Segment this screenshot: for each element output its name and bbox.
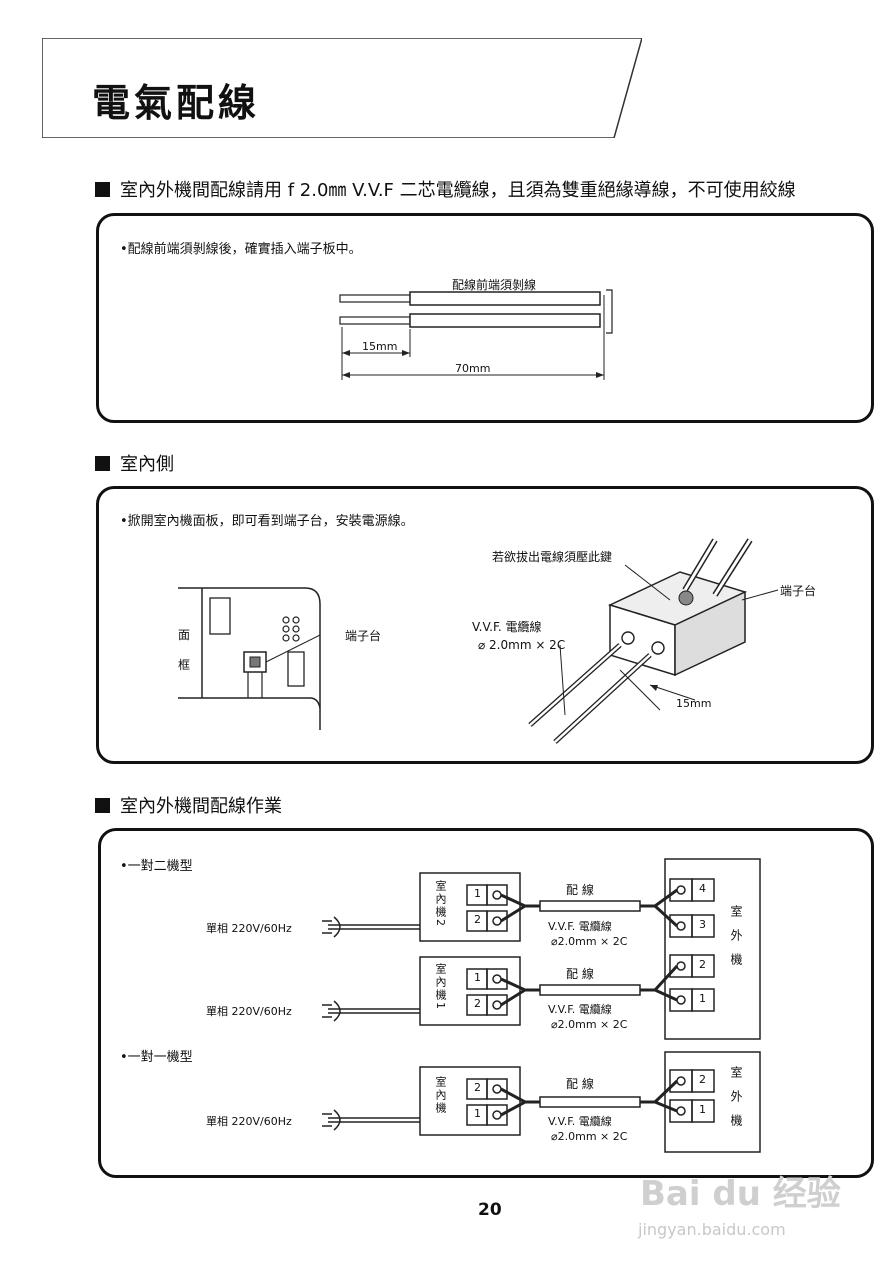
- vvf-label: V.V.F. 電纜線: [472, 620, 542, 634]
- terminal-os-1: 1: [699, 1103, 706, 1116]
- terminal-i1-1: 1: [474, 971, 481, 984]
- terminal-o-2: 2: [699, 958, 706, 971]
- frame-label-2: 框: [178, 658, 191, 672]
- frame-label-1: 面: [178, 628, 191, 642]
- label-strip-end: 配線前端須剝線: [452, 278, 537, 292]
- strip-wire-diagram: [339, 289, 613, 380]
- indoor-unit-2: 室內機2: [434, 880, 447, 928]
- terminal-block-diagram: [528, 538, 779, 744]
- vvf-spec: ⌀ 2.0mm × 2C: [478, 638, 566, 652]
- terminal-is-1: 1: [474, 1107, 481, 1120]
- panel-indoor: [96, 486, 874, 764]
- type-one-to-one: •一對一機型: [120, 1050, 193, 1065]
- panel-wiring-work: [98, 828, 874, 1178]
- vvf-label-3: V.V.F. 電纜線: [548, 1115, 612, 1128]
- terminal-i1-2: 2: [474, 997, 481, 1010]
- press-key-note: 若欲拔出電線須壓此鍵: [492, 550, 613, 564]
- terminal-os-2: 2: [699, 1073, 706, 1086]
- wiring-label-2: 配 線: [566, 967, 594, 981]
- wiring-label-3: 配 線: [566, 1077, 594, 1091]
- power-label-1: 單相 220V/60Hz: [206, 922, 292, 935]
- note-strip-wire: •配線前端須剝線後，確實插入端子板中。: [120, 242, 362, 257]
- dim-15mm: 15mm: [362, 340, 398, 353]
- vvf-spec-1: ⌀2.0mm × 2C: [551, 935, 628, 948]
- terminal-i2-2: 2: [474, 913, 481, 926]
- watermark-url: jingyan.baidu.com: [638, 1220, 786, 1239]
- terminal-o-4: 4: [699, 882, 706, 895]
- vvf-label-1: V.V.F. 電纜線: [548, 920, 612, 933]
- dim-15mm-terminal: 15mm: [676, 697, 712, 710]
- power-label-2: 單相 220V/60Hz: [206, 1005, 292, 1018]
- terminal-i2-1: 1: [474, 887, 481, 900]
- vvf-label-2: V.V.F. 電纜線: [548, 1003, 612, 1016]
- vvf-spec-3: ⌀2.0mm × 2C: [551, 1130, 628, 1143]
- terminal-o-3: 3: [699, 918, 706, 931]
- wiring-label-1: 配 線: [566, 883, 594, 897]
- section-heading-wiring-work: 室內外機間配線作業: [95, 792, 282, 818]
- terminal-label-left: 端子台: [345, 629, 382, 643]
- note-indoor: •掀開室內機面板，即可看到端子台，安裝電源線。: [120, 514, 414, 529]
- page-title: 電氣配線: [92, 81, 261, 125]
- terminal-o-1: 1: [699, 992, 706, 1005]
- terminal-is-2: 2: [474, 1081, 481, 1094]
- wiring-schematic: [322, 858, 761, 1153]
- indoor-unit-1: 室內機1: [434, 963, 447, 1011]
- watermark-logo: Bai du 经验: [640, 1174, 841, 1214]
- outdoor-unit-multi: 室外機: [729, 905, 743, 977]
- indoor-frame-diagram: [178, 587, 321, 730]
- terminal-label-right: 端子台: [780, 584, 817, 598]
- section-heading-indoor: 室內側: [95, 450, 174, 476]
- power-label-3: 單相 220V/60Hz: [206, 1115, 292, 1128]
- vvf-spec-2: ⌀2.0mm × 2C: [551, 1018, 628, 1031]
- section-heading-wiring-spec: 室內外機間配線請用 f 2.0㎜ V.V.F 二芯電纜線，且須為雙重絕緣導線，不…: [95, 176, 796, 202]
- outdoor-unit-single: 室外機: [729, 1066, 743, 1138]
- type-one-to-two: •一對二機型: [120, 859, 193, 874]
- dim-70mm: 70mm: [455, 362, 491, 375]
- panel-strip-wire: [96, 213, 874, 423]
- indoor-unit-single: 室內機: [434, 1076, 447, 1115]
- page-number: 20: [478, 1200, 502, 1220]
